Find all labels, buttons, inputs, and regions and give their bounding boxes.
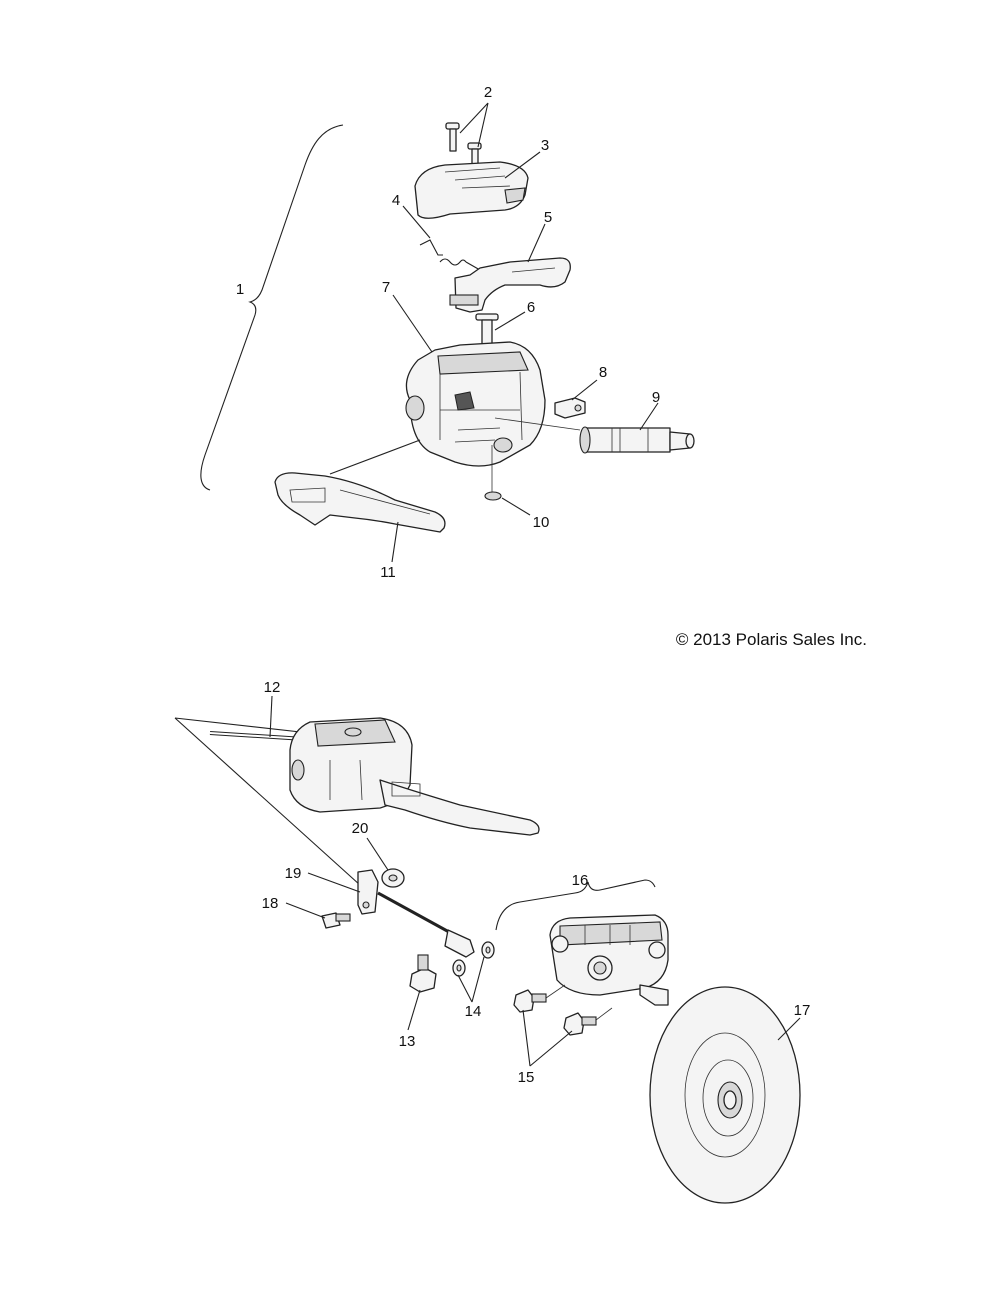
lever-arm-part-5 bbox=[449, 257, 571, 313]
leader-19 bbox=[307, 872, 361, 893]
callout-14: 14 bbox=[465, 1003, 482, 1020]
leader-2 bbox=[459, 102, 489, 148]
leader-12 bbox=[269, 695, 273, 738]
bracket-part-19 bbox=[357, 869, 379, 915]
callout-1: 1 bbox=[236, 281, 244, 298]
callout-3: 3 bbox=[541, 137, 549, 154]
nut-part-20 bbox=[381, 868, 405, 888]
banjo-bolt-part-13 bbox=[409, 954, 437, 993]
block-part-8 bbox=[554, 397, 586, 419]
brake-disc-part-17 bbox=[649, 986, 801, 1204]
brake-hose-fitting bbox=[444, 929, 475, 958]
assembly-bracket-1 bbox=[200, 124, 344, 491]
callout-18: 18 bbox=[262, 895, 279, 912]
grip-sleeve-part-9 bbox=[579, 426, 695, 454]
callout-17: 17 bbox=[794, 1002, 811, 1019]
callout-10: 10 bbox=[533, 514, 550, 531]
caliper-bolt-part-15 bbox=[513, 989, 597, 1036]
assembly-bracket-16 bbox=[495, 879, 656, 931]
callout-15: 15 bbox=[518, 1069, 535, 1086]
callout-19: 19 bbox=[285, 865, 302, 882]
leader-20 bbox=[366, 837, 389, 871]
leader-15 bbox=[522, 1009, 573, 1067]
screw-part-2 bbox=[445, 122, 482, 170]
callout-16: 16 bbox=[572, 872, 589, 889]
assembled-master-cylinder bbox=[289, 717, 540, 836]
callout-7: 7 bbox=[382, 279, 390, 296]
washer-part-14 bbox=[452, 941, 495, 977]
leader-17 bbox=[777, 1017, 801, 1041]
axis-line bbox=[494, 417, 581, 431]
callout-5: 5 bbox=[544, 209, 552, 226]
master-cylinder-body-part-7 bbox=[405, 341, 546, 467]
leader-10 bbox=[501, 497, 531, 516]
callout-20: 20 bbox=[352, 820, 369, 837]
leader-14 bbox=[457, 956, 485, 1003]
callout-6: 6 bbox=[527, 299, 535, 316]
copyright-text: © 2013 Polaris Sales Inc. bbox=[676, 630, 867, 649]
brake-hose bbox=[377, 891, 461, 940]
callout-8: 8 bbox=[599, 364, 607, 381]
callout-12: 12 bbox=[264, 679, 281, 696]
leader-13 bbox=[407, 989, 421, 1031]
brake-lever-part-11 bbox=[274, 472, 446, 533]
leader-6 bbox=[494, 311, 526, 331]
callout-2: 2 bbox=[484, 84, 492, 101]
leader-7 bbox=[392, 294, 433, 353]
leader-11-line bbox=[329, 439, 421, 475]
callout-9: 9 bbox=[652, 389, 660, 406]
caliper-axis bbox=[545, 984, 613, 1021]
washer-part-10 bbox=[484, 491, 502, 501]
leader-3 bbox=[504, 151, 541, 179]
leader-9 bbox=[639, 402, 659, 431]
callout-13: 13 bbox=[399, 1033, 416, 1050]
leader-12-long-b bbox=[174, 717, 361, 886]
callout-11: 11 bbox=[380, 564, 396, 581]
leader-11 bbox=[391, 521, 399, 563]
leader-8 bbox=[571, 379, 598, 401]
leader-18 bbox=[285, 902, 326, 919]
leader-5 bbox=[527, 223, 546, 263]
bolt-part-18 bbox=[321, 912, 351, 929]
callout-4: 4 bbox=[392, 192, 400, 209]
leader-4 bbox=[402, 205, 431, 239]
spring-part-4 bbox=[419, 239, 481, 271]
reservoir-cover-part-3 bbox=[414, 161, 529, 219]
caliper-part-16 bbox=[549, 914, 669, 1006]
